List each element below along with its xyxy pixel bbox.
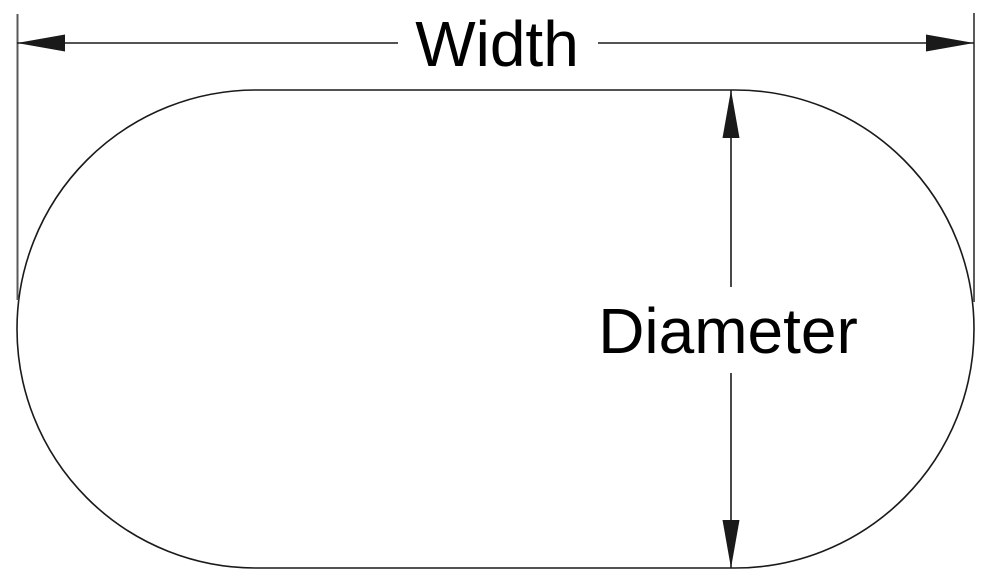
diameter-arrowhead-bottom-icon <box>722 520 740 568</box>
diameter-arrowhead-top-icon <box>722 90 740 138</box>
stadium-outline <box>16 89 975 569</box>
width-label: Width <box>415 8 579 80</box>
width-arrowhead-right-icon <box>926 34 974 52</box>
width-arrowhead-left-icon <box>17 34 65 52</box>
diameter-label: Diameter <box>598 295 858 367</box>
